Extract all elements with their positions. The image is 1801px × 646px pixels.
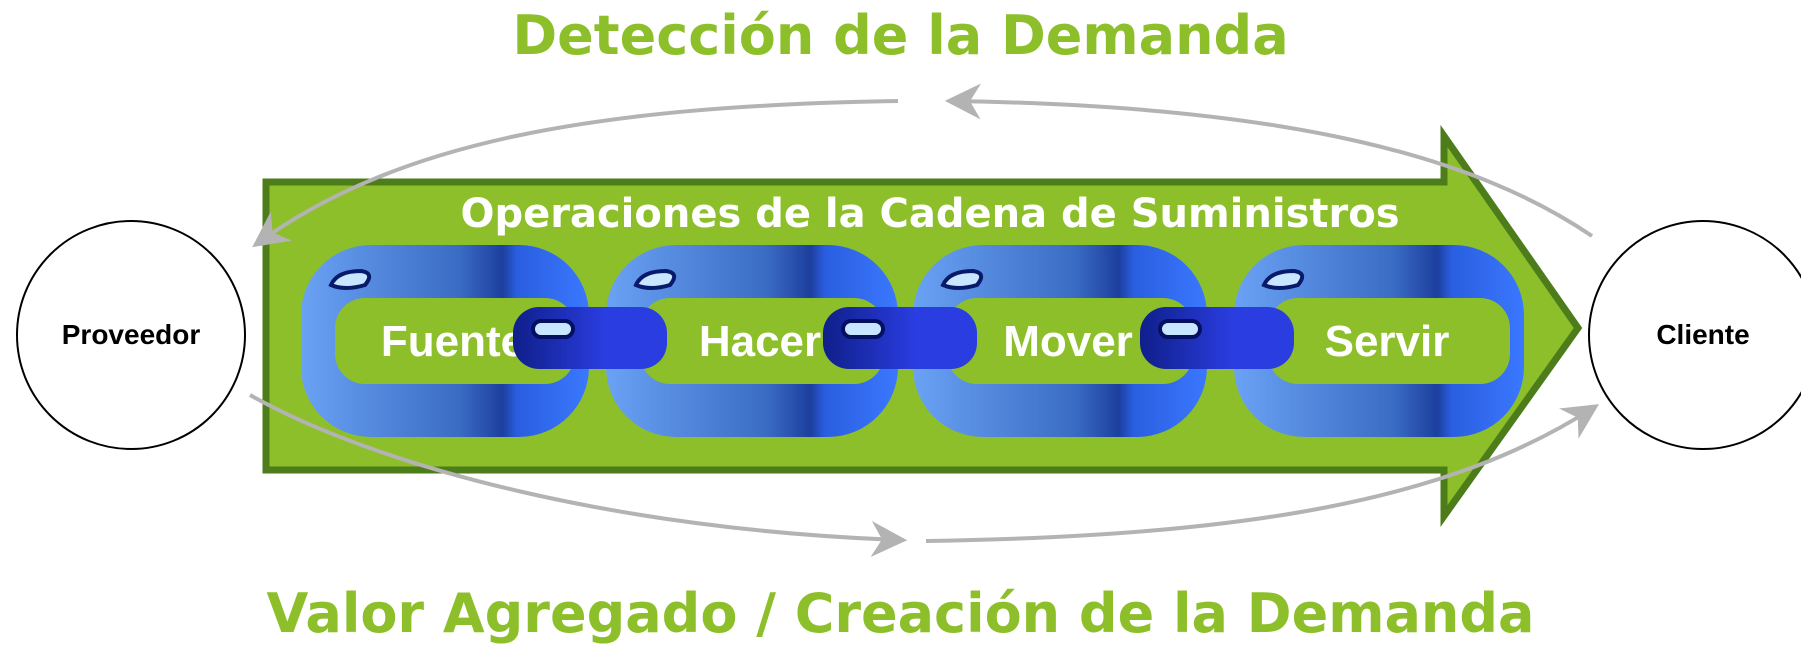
supplier-label: Proveedor — [62, 319, 201, 350]
chain-link-label: Mover — [1003, 317, 1133, 366]
operations-title: Operaciones de la Cadena de Suministros — [460, 191, 1399, 237]
feedback-arrow-top-left — [252, 99, 899, 248]
connector-body — [513, 307, 667, 369]
chain-link-hacer: Hacer — [606, 245, 898, 437]
chain-link-fuente: Fuente — [301, 245, 589, 437]
chain-links: Fuente Hacer Mover Servir — [301, 245, 1524, 437]
chain-link-hole — [640, 298, 884, 384]
connector-body — [1140, 307, 1294, 369]
chain-link-label: Fuente — [381, 317, 525, 366]
chain-link-label: Hacer — [699, 317, 821, 366]
feedback-arrow-top-right — [944, 83, 1594, 238]
supplier-node — [16, 220, 246, 450]
chain-link-highlight — [633, 268, 677, 290]
connector-highlight — [1158, 319, 1202, 339]
chain-link-hole — [1268, 298, 1510, 384]
connector-body — [823, 307, 977, 369]
value-arrow-bottom-left — [249, 393, 908, 557]
chain-link-highlight — [940, 268, 984, 290]
chain-connector — [823, 307, 977, 369]
chain-link-highlight — [1261, 268, 1305, 290]
chain-link-label: Servir — [1325, 317, 1450, 366]
connector-highlight — [531, 319, 575, 339]
customer-label: Cliente — [1656, 319, 1749, 350]
chain-link-hole — [335, 298, 575, 384]
value-arrow-bottom-right — [925, 404, 1600, 543]
chain-link-servir: Servir — [1234, 245, 1524, 437]
chain-link-mover: Mover — [913, 245, 1207, 437]
connector-highlight — [841, 319, 885, 339]
demand-detection-title: Detección de la Demanda — [512, 4, 1289, 67]
chain-link-hole — [947, 298, 1193, 384]
value-creation-title: Valor Agregado / Creación de la Demanda — [266, 582, 1535, 645]
chain-connector — [1140, 307, 1294, 369]
chain-connector — [513, 307, 667, 369]
customer-node — [1588, 220, 1801, 450]
chain-link-highlight — [328, 268, 372, 290]
